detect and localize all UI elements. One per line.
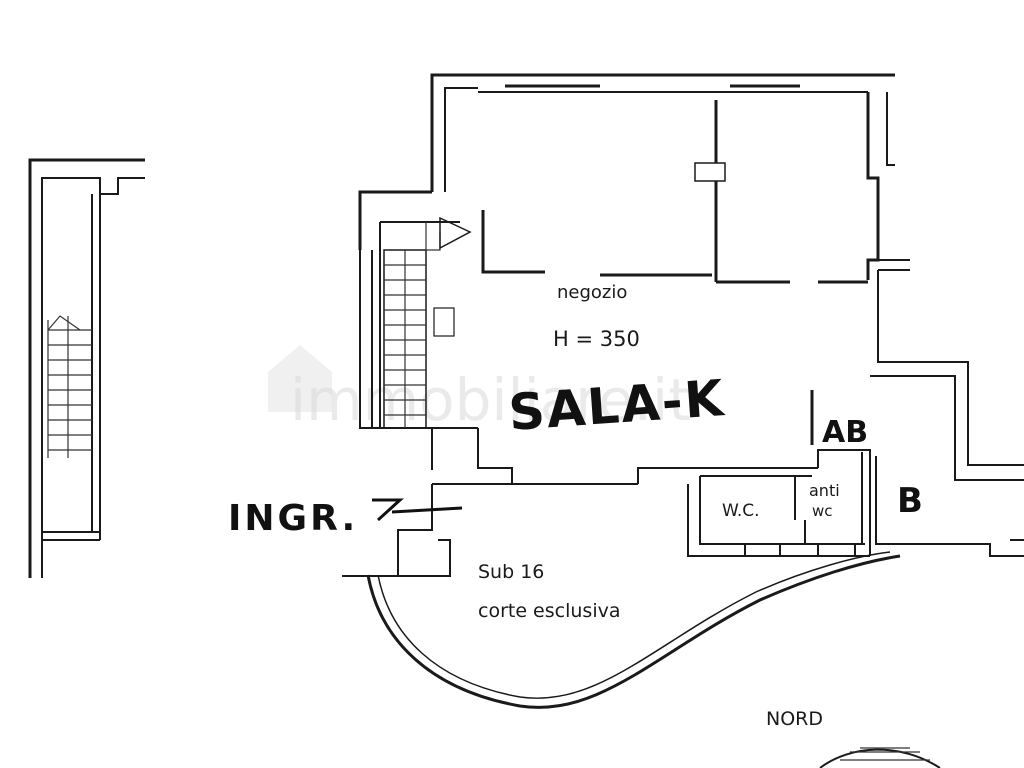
anti-wc-label-line1: anti: [809, 481, 840, 500]
anti-wc-label-line2: wc: [812, 502, 833, 520]
room-name-label: negozio: [557, 282, 627, 303]
wc-label: W.C.: [722, 501, 760, 521]
ceiling-height-label: H = 350: [553, 327, 640, 351]
left-stair-block: [28, 158, 145, 578]
left-stair-treads: [47, 315, 92, 458]
outer-walls: [358, 73, 1024, 481]
court-label: corte esclusiva: [478, 600, 620, 622]
entrance-arrow-icon: [372, 498, 463, 522]
sub-label: Sub 16: [478, 561, 544, 583]
north-label: NORD: [766, 708, 823, 730]
handwritten-entrance-label: INGR.: [228, 498, 358, 539]
watermark: immobiliare.it: [268, 345, 691, 434]
watermark-text: immobiliare.it: [290, 366, 691, 434]
interior-partitions: [432, 100, 868, 485]
entrance-and-court: [342, 484, 901, 709]
bathroom-block: [687, 449, 1024, 557]
handwritten-b-label: B: [897, 481, 923, 521]
handwritten-ab-label: AB: [822, 415, 868, 450]
north-arrow: [819, 747, 941, 768]
interior-stair: [383, 216, 472, 429]
